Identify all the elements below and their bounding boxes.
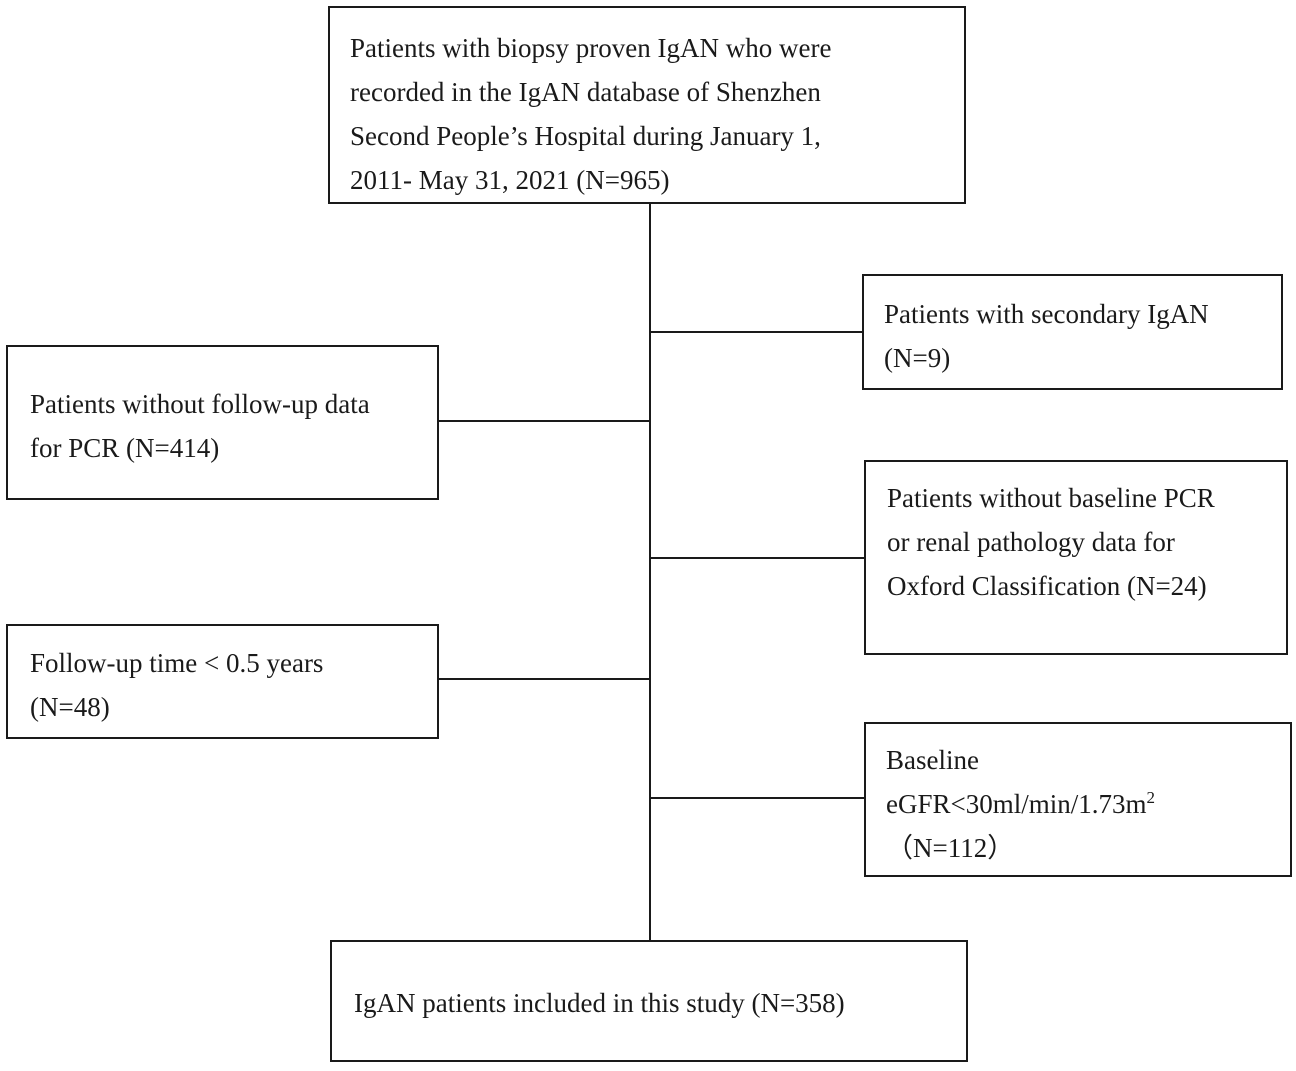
exclusion-no-baseline-box: Patients without baseline PCR or renal p…	[864, 460, 1288, 655]
exclusion-no-baseline-text: Patients without baseline PCR or renal p…	[887, 476, 1215, 608]
text-line: Patients without follow-up data	[30, 389, 370, 419]
included-population-box: IgAN patients included in this study (N=…	[330, 940, 968, 1062]
text-line: IgAN patients included in this study (N=…	[354, 988, 845, 1018]
text-line: Patients without baseline PCR	[887, 483, 1215, 513]
text-line: （N=112）	[886, 833, 1015, 863]
text-line: Second People’s Hospital during January …	[350, 121, 821, 151]
connector-no-baseline	[650, 557, 864, 559]
initial-population-box: Patients with biopsy proven IgAN who wer…	[328, 6, 966, 204]
connector-secondary	[650, 331, 862, 333]
unit-exponent: 2	[1146, 788, 1156, 807]
text-line: Baseline	[886, 745, 979, 775]
exclusion-no-followup-box: Patients without follow-up data for PCR …	[6, 345, 439, 500]
text-line: Patients with biopsy proven IgAN who wer…	[350, 33, 832, 63]
text-line: Patients with secondary IgAN	[884, 299, 1209, 329]
exclusion-low-egfr-text: Baseline eGFR<30ml/min/1.73m2 （N=112）	[886, 738, 1155, 870]
text-line: recorded in the IgAN database of Shenzhe…	[350, 77, 821, 107]
connector-no-followup	[439, 420, 651, 422]
exclusion-short-followup-box: Follow-up time < 0.5 years (N=48)	[6, 624, 439, 739]
exclusion-low-egfr-box: Baseline eGFR<30ml/min/1.73m2 （N=112）	[864, 722, 1292, 877]
text-line: Follow-up time < 0.5 years	[30, 648, 324, 678]
text-line: or renal pathology data for	[887, 527, 1175, 557]
text-line: for PCR (N=414)	[30, 433, 220, 463]
text-line: eGFR<30ml/min/1.73m2	[886, 782, 1155, 826]
exclusion-short-followup-text: Follow-up time < 0.5 years (N=48)	[30, 641, 323, 729]
main-flow-line	[649, 204, 651, 940]
exclusion-no-followup-text: Patients without follow-up data for PCR …	[30, 382, 370, 470]
included-population-text: IgAN patients included in this study (N=…	[354, 981, 845, 1025]
text-line: Oxford Classification (N=24)	[887, 571, 1207, 601]
initial-population-text: Patients with biopsy proven IgAN who wer…	[350, 26, 831, 202]
egfr-threshold: eGFR<30ml/min/1.73m	[886, 789, 1147, 819]
connector-low-egfr	[650, 797, 864, 799]
text-line: (N=9)	[884, 343, 951, 373]
exclusion-secondary-text: Patients with secondary IgAN (N=9)	[884, 292, 1209, 380]
connector-short-followup	[439, 678, 651, 680]
text-line: 2011- May 31, 2021 (N=965)	[350, 165, 670, 195]
exclusion-secondary-box: Patients with secondary IgAN (N=9)	[862, 274, 1283, 390]
text-line: (N=48)	[30, 692, 110, 722]
